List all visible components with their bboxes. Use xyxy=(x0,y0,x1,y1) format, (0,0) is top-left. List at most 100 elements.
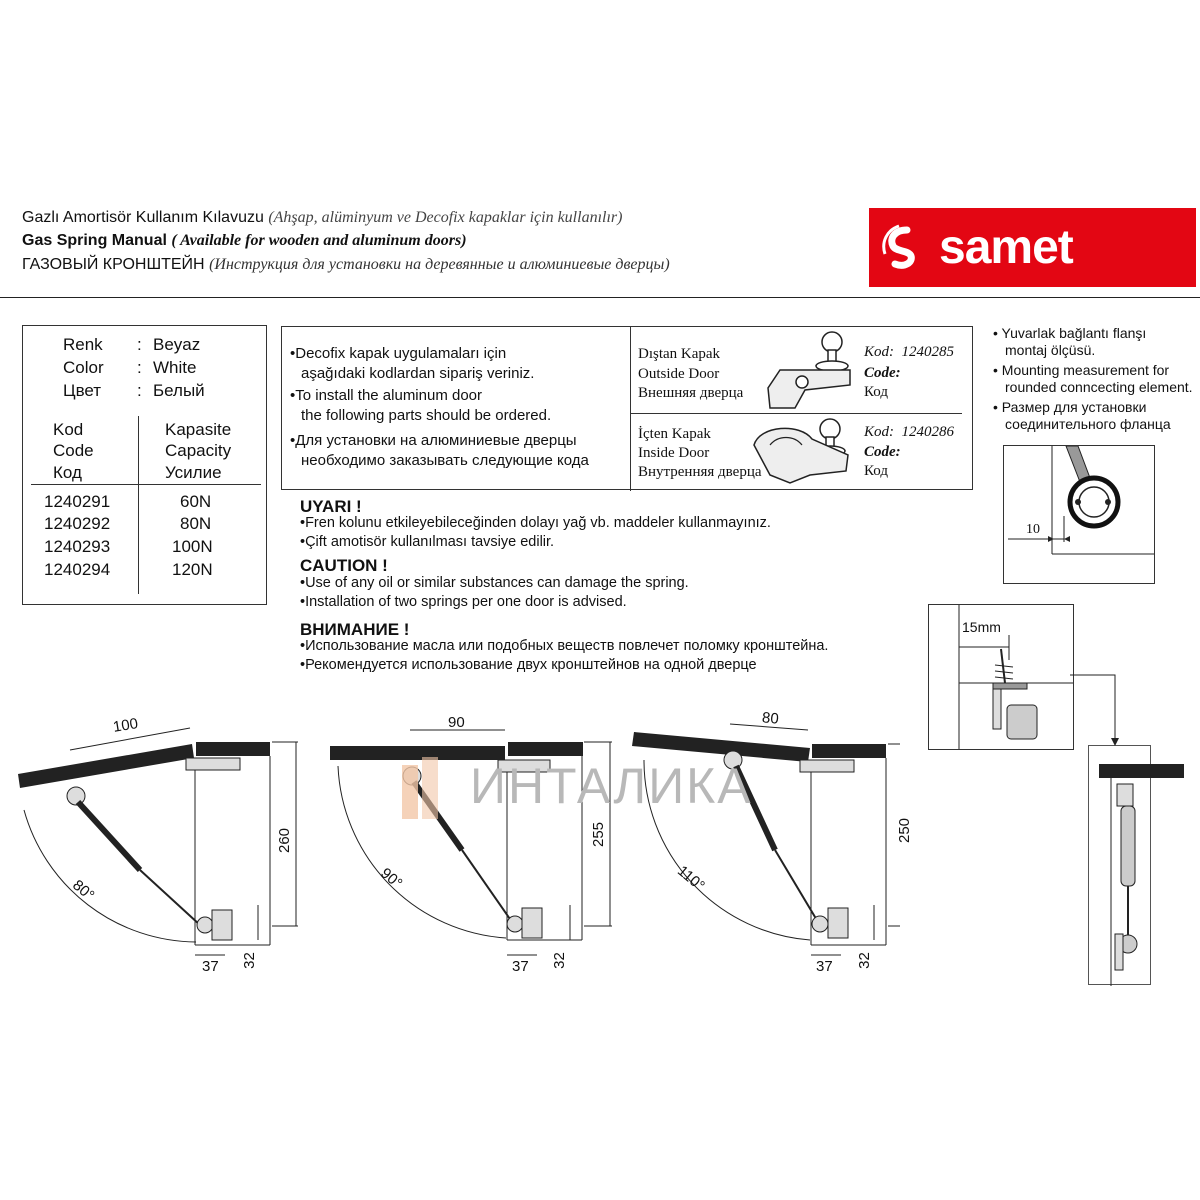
flange-note: • Mounting measurement for xyxy=(993,362,1170,378)
color-value-en: White xyxy=(153,358,197,377)
diagram-2-top-dim: 90 xyxy=(448,714,465,731)
diagram-2-height-dim: 255 xyxy=(590,821,608,848)
header-divider xyxy=(0,297,1200,298)
logo-text: samet xyxy=(939,221,1074,274)
diagram-1-bottom-dim: 37 xyxy=(202,958,219,975)
diagram-80 xyxy=(18,727,298,956)
decofix-line: •Для установки на алюминиевые дверцы xyxy=(290,432,577,449)
mount-detail-drawing xyxy=(958,605,1073,749)
diagram-90 xyxy=(330,729,612,956)
diagram-2-bottom-dim: 37 xyxy=(512,958,529,975)
title-turkish-note: (Ahşap, alüminyum ve Decofix kapaklar iç… xyxy=(268,209,623,226)
capacity-header-en: Capacity xyxy=(165,441,232,460)
title-english: Gas Spring Manual ( Available for wooden… xyxy=(22,232,467,250)
diagram-3-top-dim: 80 xyxy=(761,709,780,728)
opening-diagrams xyxy=(18,723,900,956)
part-inside-name-ru: Внутренняя дверца xyxy=(638,464,762,480)
flange-note: соединительного фланца xyxy=(1005,416,1171,432)
part-inside-code: 1240286 xyxy=(901,424,955,440)
decofix-divider-horizontal xyxy=(630,413,962,414)
spec-row-capacity: 100N xyxy=(172,537,213,556)
spec-row-code: 1240292 xyxy=(44,514,111,533)
watermark-logo-icon xyxy=(402,757,438,819)
diagram-1-side-dim: 32 xyxy=(240,952,258,969)
flange-note: • Размер для установки xyxy=(993,399,1147,415)
color-sep-2: : xyxy=(137,358,142,377)
code-label: Code: xyxy=(864,365,901,381)
spec-row-capacity: 60N xyxy=(180,492,212,511)
decofix-line: aşağıdaki kodlardan sipariş veriniz. xyxy=(301,365,535,382)
code-header-tr: Kod xyxy=(53,420,84,439)
flange-note: rounded conncecting element. xyxy=(1005,379,1193,395)
diagram-1-height-dim: 260 xyxy=(276,827,294,854)
flange-detail-drawing xyxy=(1008,446,1154,555)
warning-title-ru: ВНИМАНИЕ ! xyxy=(300,620,410,639)
decofix-line: •Decofix kapak uygulamaları için xyxy=(290,345,507,362)
title-english-main: Gas Spring Manual xyxy=(22,232,167,249)
inside-bracket-icon xyxy=(753,418,849,484)
decofix-line: необходимо заказывать следующие кода xyxy=(301,452,589,469)
samet-logo: samet xyxy=(869,208,1196,287)
part-outside-name-tr: Dıştan Kapak xyxy=(638,346,721,362)
title-russian-main: ГАЗОВЫЙ КРОНШТЕЙН xyxy=(22,256,205,273)
part-outside-name-ru: Внешняя дверца xyxy=(638,385,744,401)
part-outside-name-en: Outside Door xyxy=(638,366,720,382)
mount-overview xyxy=(1088,745,1184,986)
mount-overview-drawing xyxy=(1099,764,1184,986)
warning-item: •Fren kolunu etkileyebileceğinden dolayı… xyxy=(300,515,771,531)
flange-dimension-label: 10 xyxy=(1026,522,1040,537)
decofix-line: •To install the aluminum door xyxy=(290,387,483,404)
flange-note: • Yuvarlak bağlantı flanşı xyxy=(993,325,1147,341)
flange-detail xyxy=(1003,445,1155,584)
spec-row-capacity: 120N xyxy=(172,560,213,579)
spec-table xyxy=(22,325,267,605)
warning-item: •Installation of two springs per one doo… xyxy=(300,594,627,610)
flange-note: montaj ölçüsü. xyxy=(1005,342,1096,358)
code-header-ru: Код xyxy=(53,463,82,482)
part-inside-kod: Kod: 1240286 xyxy=(864,424,954,441)
outside-bracket-icon xyxy=(767,331,851,409)
kod-label: Kod: xyxy=(864,344,894,360)
part-outside-kod: Kod: 1240285 xyxy=(864,344,954,361)
code-header-en: Code xyxy=(53,441,94,460)
spec-row-code: 1240293 xyxy=(44,537,111,556)
title-turkish-main: Gazlı Amortisör Kullanım Kılavuzu xyxy=(22,209,264,226)
spec-divider-vertical xyxy=(138,416,139,594)
mount-detail xyxy=(928,604,1074,750)
warning-item: •Использование масла или подобных вещест… xyxy=(300,638,829,654)
color-sep-1: : xyxy=(137,335,142,354)
decofix-divider-vertical xyxy=(630,327,631,491)
warning-item: •Use of any oil or similar substances ca… xyxy=(300,575,689,591)
title-russian-note: (Инструкция для установки на деревянные … xyxy=(209,256,670,273)
spec-row-code: 1240294 xyxy=(44,560,111,579)
color-label-tr: Renk xyxy=(63,335,103,354)
color-value-tr: Beyaz xyxy=(153,335,201,354)
warning-item: •Рекомендуется использование двух кроншт… xyxy=(300,657,757,673)
diagram-110 xyxy=(632,723,900,956)
color-sep-3: : xyxy=(137,381,142,400)
mount-arrow-icon xyxy=(1070,674,1119,746)
warning-item: •Çift amotisör kullanılması tavsiye edil… xyxy=(300,534,555,550)
part-inside-name-en: Inside Door xyxy=(638,445,710,461)
capacity-header-ru: Усилие xyxy=(165,463,222,482)
part-inside-name-tr: İçten Kapak xyxy=(638,426,711,442)
title-russian: ГАЗОВЫЙ КРОНШТЕЙН (Инструкция для устано… xyxy=(22,256,670,274)
code-label-ru: Код xyxy=(864,463,888,479)
diagram-3-height-dim: 250 xyxy=(896,817,914,844)
mount-dimension-label: 15mm xyxy=(962,619,1001,635)
title-turkish: Gazlı Amortisör Kullanım Kılavuzu (Ahşap… xyxy=(22,209,622,227)
color-label-ru: Цвет xyxy=(63,381,102,400)
diagram-3-side-dim: 32 xyxy=(855,952,873,969)
spec-divider-horizontal xyxy=(31,484,261,485)
color-label-en: Color xyxy=(63,358,104,377)
warning-title-tr: UYARI ! xyxy=(300,497,362,516)
diagram-3-bottom-dim: 37 xyxy=(816,958,833,975)
part-outside-code: 1240285 xyxy=(901,344,955,360)
capacity-header-tr: Kapasite xyxy=(165,420,232,439)
code-label-ru: Код xyxy=(864,384,888,400)
code-label: Code: xyxy=(864,444,901,460)
diagram-2-side-dim: 32 xyxy=(550,952,568,969)
decofix-box xyxy=(281,326,973,491)
title-english-note: ( Available for wooden and aluminum door… xyxy=(171,232,467,249)
spec-row-capacity: 80N xyxy=(180,514,212,533)
